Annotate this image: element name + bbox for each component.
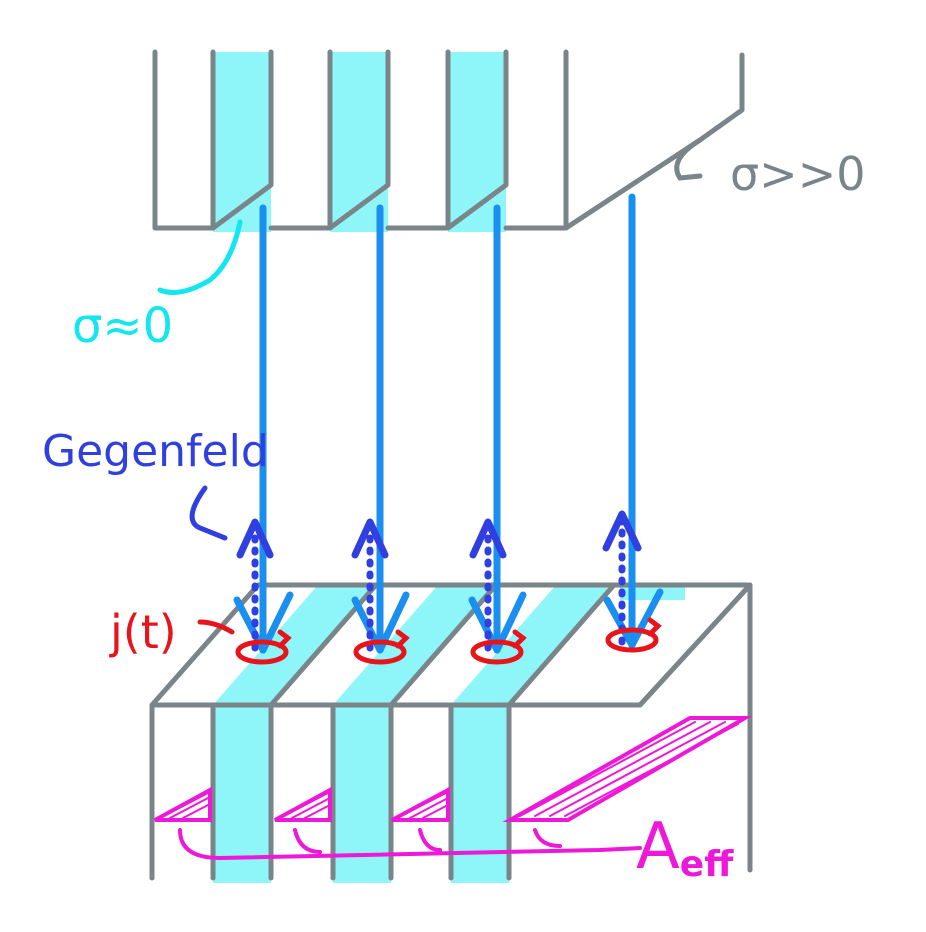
field-arrow-1 [233,204,294,654]
area-label-sub: eff [680,844,734,885]
bottom-stripe-top-4 [620,585,685,600]
area-hatch [159,721,739,819]
top-gap-2 [330,52,388,232]
top-comb: σ>>0 [152,49,866,232]
counter-arrow-2 [351,518,389,652]
counter-field-pointer [189,485,228,541]
area-patch-1 [154,786,212,822]
area-brace [178,828,642,861]
counter-arrow-3 [469,518,507,652]
effective-area [154,716,753,861]
counter-field-arrows [236,510,642,652]
counter-arrow-4 [602,510,642,646]
sigma-zero-pointer [157,219,243,295]
sigma-large-pointer [674,137,703,181]
sigma-zero-label: σ≈0 [72,298,173,354]
current-label: j(t) [109,605,177,659]
area-label: Aeff [636,810,734,885]
area-patch-2 [274,786,332,822]
top-comb-outline [152,49,745,231]
top-gap-3 [448,52,506,232]
bottom-stripe-top-2 [333,585,496,705]
bottom-stripe-front-3 [451,705,509,883]
bottom-stripe-top-3 [451,585,614,705]
bottom-structure [149,582,753,883]
bottom-stripe-front-1 [213,705,271,883]
area-patch-3 [391,786,450,822]
field-arrows [233,193,664,654]
counter-field-label: Gegenfeld [42,426,269,477]
sigma-large-label: σ>>0 [730,147,866,201]
current-loop-1 [235,629,292,665]
field-arrow-4 [603,193,664,649]
bottom-stripe-top-1 [213,585,376,705]
field-arrow-2 [351,204,410,654]
current-pointer [197,619,235,635]
field-arrow-3 [468,204,527,654]
current-loops [235,617,662,665]
top-gap-1 [213,52,271,232]
current-loop-3 [470,629,527,665]
area-label-main: A [636,810,680,884]
area-patch-4 [502,716,753,822]
current-loop-2 [353,629,410,665]
counter-arrow-1 [236,518,274,652]
current-loop-4 [605,617,662,653]
